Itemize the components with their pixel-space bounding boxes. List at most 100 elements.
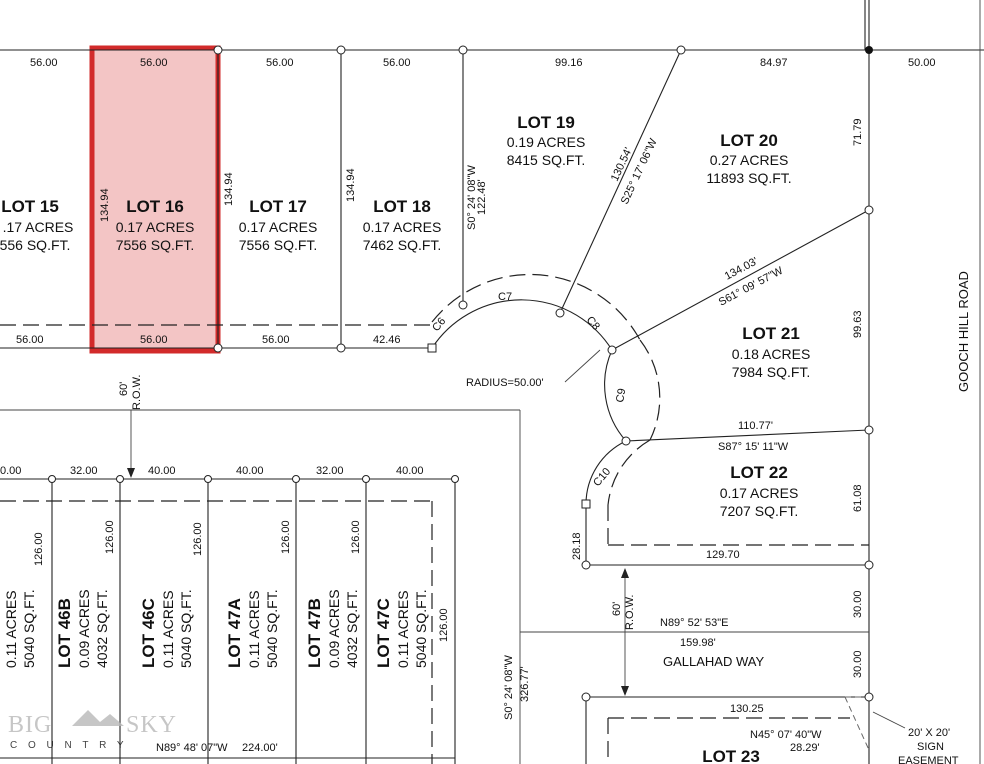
len-3000a: 30.00 [852,590,864,618]
lot-16-sqft: 7556 SQ.FT. [116,237,195,253]
lot-23-name[interactable]: LOT 23 [702,747,760,764]
dim-row-left: 0.00 [0,465,21,477]
lot-15-name: LOT 15 [1,197,59,216]
lot-20-name[interactable]: LOT 20 [720,131,778,150]
dim-126a: 126.00 [33,532,45,566]
lot-17-name[interactable]: LOT 17 [249,197,307,216]
dim-top-56b: 56.00 [140,57,168,69]
lot-15-sqft: 556 SQ.FT. [0,237,70,253]
lot-47b-name[interactable]: LOT 47B [305,598,324,668]
lot-20-sqft: 11893 SQ.FT. [706,170,791,186]
lot-21-acres: 0.18 ACRES [732,346,811,362]
len-7179: 71.79 [852,118,864,146]
len-22400: 224.00' [242,742,278,754]
dim-bot-56b: 56.00 [140,334,168,346]
lot-20-acres: 0.27 ACRES [710,152,789,168]
lot-21-name[interactable]: LOT 21 [742,324,800,343]
big-sky-logo: BIG SKY C O U N T R Y [8,710,177,751]
curve-c10: C10 [591,466,613,489]
dim-top-56d: 56.00 [383,57,411,69]
dim-bot-4246: 42.46 [373,334,401,346]
lot-47c-sqft: 5040 SQ.FT. [413,589,429,668]
lot-46a-sqft: 5040 SQ.FT. [21,589,37,668]
easement-line3: EASEMENT [898,755,959,764]
len-2829: 28.29' [790,742,820,754]
dim-row-3200b: 32.00 [316,465,344,477]
lot-46b-name[interactable]: LOT 46B [55,598,74,668]
dim-126f: 126.00 [438,608,450,642]
curve-c7: C7 [498,291,512,303]
dim-row-3200a: 32.00 [70,465,98,477]
dim-bot-56c: 56.00 [262,334,290,346]
easement-line1: 20' X 20' [908,727,950,739]
dim-126b: 126.00 [104,520,116,554]
dim-top-9916: 99.16 [555,57,583,69]
lot-47a-sqft: 5040 SQ.FT. [264,589,280,668]
row-label-2b: R.O.W. [624,595,636,630]
svg-text:SKY: SKY [126,712,177,738]
svg-text:BIG: BIG [8,712,52,738]
len-13025: 130.25 [730,703,764,715]
lot-47a-acres: 0.11 ACRES [246,590,262,668]
dim-top-56a: 56.00 [30,57,58,69]
lot-46b-sqft: 4032 SQ.FT. [94,589,110,668]
dim-side-12248: 122.48' [476,179,488,215]
lot-46c-acres: 0.11 ACRES [160,590,176,668]
lot-47b-sqft: 4032 SQ.FT. [344,589,360,668]
len-6108: 61.08 [852,484,864,512]
brg-west: S0° 24' 08"W [503,655,515,720]
svg-text:C O U N T R Y: C O U N T R Y [10,740,128,751]
dim-top-8497: 84.97 [760,57,788,69]
dim-top-56c: 56.00 [266,57,294,69]
dim-side-13494a: 134.94 [99,188,111,222]
lot-47c-name[interactable]: LOT 47C [374,598,393,668]
lot-16-highlight[interactable] [89,45,221,354]
lot-19-acres: 0.19 ACRES [507,134,586,150]
lot-47a-name[interactable]: LOT 47A [225,598,244,668]
brg-lot18-19: S0° 24' 08"W [466,165,478,230]
lot-17-acres: 0.17 ACRES [239,219,318,235]
len-11077: 110.77' [738,420,773,432]
dim-row-4000b: 40.00 [236,465,264,477]
brg-gallahad: N89° 52' 53"E [660,617,729,629]
dim-row-4000c: 40.00 [396,465,424,477]
lot-18-sqft: 7462 SQ.FT. [363,237,442,253]
dim-side-13494b: 134.94 [223,172,235,206]
easement-line2: SIGN [917,741,944,753]
lot-22-name[interactable]: LOT 22 [730,463,788,482]
brg-lot21-22: S87° 15' 11"W [718,441,789,453]
dim-row-4000a: 40.00 [148,465,176,477]
dim-126c: 126.00 [192,522,204,556]
lot-21-sqft: 7984 SQ.FT. [732,364,811,380]
lot-47b-acres: 0.09 ACRES [326,589,342,668]
lot-15-acres: .17 ACRES [3,219,74,235]
len-9963: 99.63 [852,310,864,338]
lot-22-acres: 0.17 ACRES [720,485,799,501]
dim-top-5000: 50.00 [908,57,936,69]
lot-47c-acres: 0.11 ACRES [395,590,411,668]
len-2818: 28.18 [571,532,583,560]
lot-22-sqft: 7207 SQ.FT. [720,503,799,519]
row-label-1b: R.O.W. [131,375,143,410]
brg-south: N89° 48' 07"W [156,742,228,754]
lot-16-acres: 0.17 ACRES [116,219,195,235]
lot-18-acres: 0.17 ACRES [363,219,442,235]
lot-46a-acres: 0.11 ACRES [3,590,19,668]
gooch-hill-road-label: GOOCH HILL ROAD [956,271,971,392]
curve-c8: C8 [584,314,602,332]
lot-46b-acres: 0.09 ACRES [76,589,92,668]
dim-bot-56a: 56.00 [16,334,44,346]
lot-18-name[interactable]: LOT 18 [373,197,431,216]
lot-16-name[interactable]: LOT 16 [126,197,184,216]
lot-17-sqft: 7556 SQ.FT. [239,237,318,253]
len-3000b: 30.00 [852,650,864,678]
gallahad-way-label: GALLAHAD WAY [663,654,764,669]
radius-label: RADIUS=50.00' [466,377,544,389]
row-label-2: 60' [611,602,623,616]
len-15998: 159.98' [680,637,716,649]
lot-19-name[interactable]: LOT 19 [517,113,575,132]
dim-126e: 126.00 [350,520,362,554]
lot-46c-name[interactable]: LOT 46C [139,598,158,668]
len-12970: 129.70 [706,549,740,561]
